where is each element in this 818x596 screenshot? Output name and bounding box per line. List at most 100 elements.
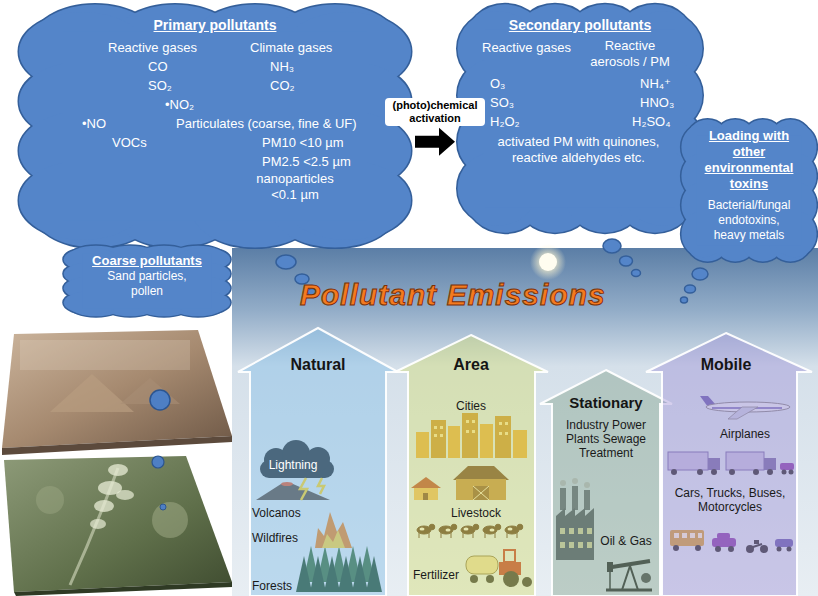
text-slot: Pollutant Emissions — [300, 278, 606, 312]
text-slot: Fertilizer — [413, 565, 465, 583]
node-text: Lightning — [269, 458, 318, 472]
node-text: Cars, Trucks, Buses, Motorcycles — [667, 486, 793, 514]
activation-arrow — [415, 128, 455, 156]
text-slot: Reactive gases — [482, 38, 582, 56]
node-text: Industry Power Plants Sewage Treatment — [561, 418, 651, 460]
text-slot: Natural — [278, 355, 358, 374]
node-heading: Area — [453, 355, 489, 374]
text-slot: Airplanes — [705, 424, 785, 442]
text-slot: HNO₃ — [640, 93, 690, 111]
node-heading: Secondary pollutants — [509, 17, 651, 34]
text-slot: O₃ — [490, 74, 530, 92]
node-text: H₂O₂ — [490, 114, 520, 130]
text-slot: H₂SO₄ — [632, 112, 688, 130]
node-text: nanoparticles <0.1 µm — [245, 171, 345, 203]
text-slot: Loading with other environmental toxins — [695, 128, 803, 192]
node-text: H₂SO₄ — [632, 114, 671, 130]
text-slot: NH₃ — [270, 57, 314, 75]
node-text: NH₃ — [270, 59, 294, 75]
node-text: NH₄⁺ — [640, 76, 671, 92]
node-text: PM2.5 <2.5 µm — [262, 154, 351, 170]
text-slot: Stationary — [561, 394, 651, 412]
node-text: Sand particles, pollen — [92, 269, 202, 299]
text-slot: •NO₂ — [165, 95, 215, 113]
node-text: Reactive gases — [108, 40, 197, 56]
node-text: HNO₃ — [640, 95, 674, 111]
node-text: Oil & Gas — [600, 534, 651, 548]
node-text: O₃ — [490, 76, 505, 92]
text-slot: nanoparticles <0.1 µm — [245, 171, 345, 203]
node-heading: Natural — [290, 355, 345, 374]
text-slot: Secondary pollutants — [495, 16, 665, 34]
text-slot: Bacterial/fungal endotoxins, heavy metal… — [702, 198, 796, 243]
node-heading: Primary pollutants — [154, 17, 277, 34]
node-text: SO₃ — [490, 95, 514, 111]
node-text: VOCs — [112, 135, 147, 151]
node-text: Climate gases — [250, 40, 332, 56]
text-slot: PM10 <10 µm — [262, 133, 382, 151]
text-slot: Particulates (coarse, fine & UF) — [176, 114, 402, 132]
node-text: Livestock — [451, 506, 501, 520]
primary-pollutants-cloud: Primary pollutantsReactive gases Climate … — [15, 2, 415, 250]
text-slot: Coarse pollutants — [72, 251, 222, 269]
node-text: Reactive aerosols / PM — [584, 38, 676, 70]
text-slot: Reactive gases — [108, 38, 208, 56]
node-text: •NO — [82, 116, 106, 132]
text-slot: Mobile — [686, 355, 766, 374]
text-slot: Lightning — [262, 455, 324, 473]
text-slot: Area — [431, 355, 511, 374]
node-heading: Loading with other environmental toxins — [695, 128, 803, 192]
text-slot: H₂O₂ — [490, 112, 540, 130]
text-slot: SO₂ — [148, 76, 188, 94]
text-slot: Livestock — [431, 503, 521, 521]
coarse-pollutants-cloud: Coarse pollutantsSand particles, pollen — [62, 245, 232, 317]
text-slot: Cars, Trucks, Buses, Motorcycles — [667, 486, 793, 515]
stationary-emissions-arrow: StationaryIndustry Power Plants Sewage T… — [540, 370, 672, 596]
scene-title: Pollutant Emissions — [300, 278, 606, 312]
node-text: CO₂ — [270, 78, 295, 94]
text-slot: Forests — [252, 576, 298, 594]
text-slot: (photo)chemical activation — [385, 98, 485, 126]
area-emissions-arrow: AreaCitiesLivestockFertilizer — [395, 335, 548, 596]
node-text: Wildfires — [252, 531, 298, 545]
mobile-emissions-arrow: MobileAirplanesCars, Trucks, Buses, Moto… — [646, 333, 812, 596]
text-slot: NH₄⁺ — [640, 74, 686, 92]
node-text: Cities — [456, 399, 486, 413]
text-slot: Sand particles, pollen — [92, 269, 202, 299]
text-slot: CO₂ — [270, 76, 314, 94]
text-slot: Wildfires — [252, 528, 312, 546]
node-text: CO — [148, 59, 168, 75]
text-slot: Oil & Gas — [598, 531, 654, 549]
text-slot: activated PM with quinones, reactive ald… — [486, 134, 671, 166]
text-slot: VOCs — [112, 133, 168, 151]
node-text: •NO₂ — [165, 97, 194, 113]
text-slot: •NO — [82, 114, 126, 132]
node-text: Bacterial/fungal endotoxins, heavy metal… — [702, 198, 796, 243]
text-slot: Primary pollutants — [130, 16, 300, 34]
node-text: PM10 <10 µm — [262, 135, 344, 151]
node-text: Volcanos — [252, 506, 301, 520]
environmental-toxins-cloud: Loading with other environmental toxinsB… — [680, 118, 818, 263]
node-text: Reactive gases — [482, 40, 571, 56]
text-slot: Cities — [431, 396, 511, 414]
secondary-pollutants-cloud: Secondary pollutantsReactive gases Reacti… — [455, 2, 705, 235]
text-slot: PM2.5 <2.5 µm — [262, 152, 382, 170]
arrow-shape — [395, 335, 548, 596]
text-slot: SO₃ — [490, 93, 530, 111]
edge-label: (photo)chemical activation — [385, 98, 485, 126]
node-heading: Mobile — [701, 355, 752, 374]
node-heading: Stationary — [569, 394, 642, 412]
node-text: Forests — [252, 579, 292, 593]
text-slot: Industry Power Plants Sewage Treatment — [561, 418, 651, 461]
natural-emissions-arrow: NaturalLightningVolcanosWildfiresForests — [238, 328, 398, 596]
node-text: SO₂ — [148, 78, 172, 94]
node-text: Fertilizer — [413, 568, 459, 582]
node-text: Particulates (coarse, fine & UF) — [176, 116, 357, 132]
text-slot: Volcanos — [252, 503, 322, 521]
node-heading: Coarse pollutants — [92, 253, 202, 269]
text-slot: CO — [148, 57, 188, 75]
node-text: Airplanes — [720, 427, 770, 441]
text-slot: Reactive aerosols / PM — [584, 38, 676, 70]
text-slot: Climate gases — [250, 38, 350, 56]
